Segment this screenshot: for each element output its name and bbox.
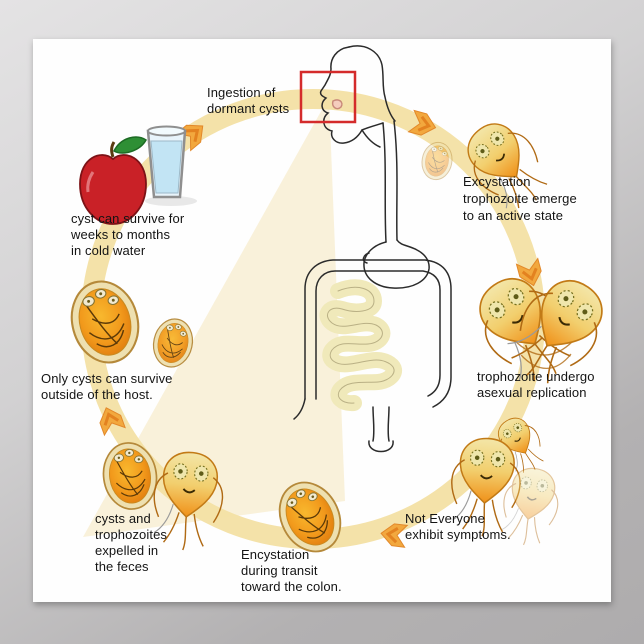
water-glass-icon [145, 125, 197, 206]
label-ingestion: Ingestion of dormant cysts [207, 85, 290, 116]
apple-icon [79, 136, 147, 225]
label-cold-water: cyst can survive for weeks to months in … [71, 211, 185, 258]
life-cycle-illustration [61, 45, 611, 563]
cyst-icon [61, 272, 149, 372]
poster: Ingestion of dormant cysts Excystation t… [33, 39, 611, 602]
label-encystation: Encystation during transit toward the co… [241, 547, 342, 594]
label-symptoms: Not Everyone exhibit symptoms. [405, 511, 511, 542]
label-survive-outside: Only cysts can survive outside of the ho… [41, 371, 173, 402]
label-feces: cysts and trophozoites expelled in the f… [95, 511, 168, 574]
digestive-tract-icon [293, 45, 452, 453]
label-replication: trophozoite undergo asexual replication [477, 369, 595, 400]
trophozoite-pair [461, 262, 611, 399]
beam-wedge [83, 97, 345, 537]
label-excystation: Excystation trophozoite emerge to an act… [463, 174, 577, 223]
mouth-highlight-box [299, 70, 357, 124]
